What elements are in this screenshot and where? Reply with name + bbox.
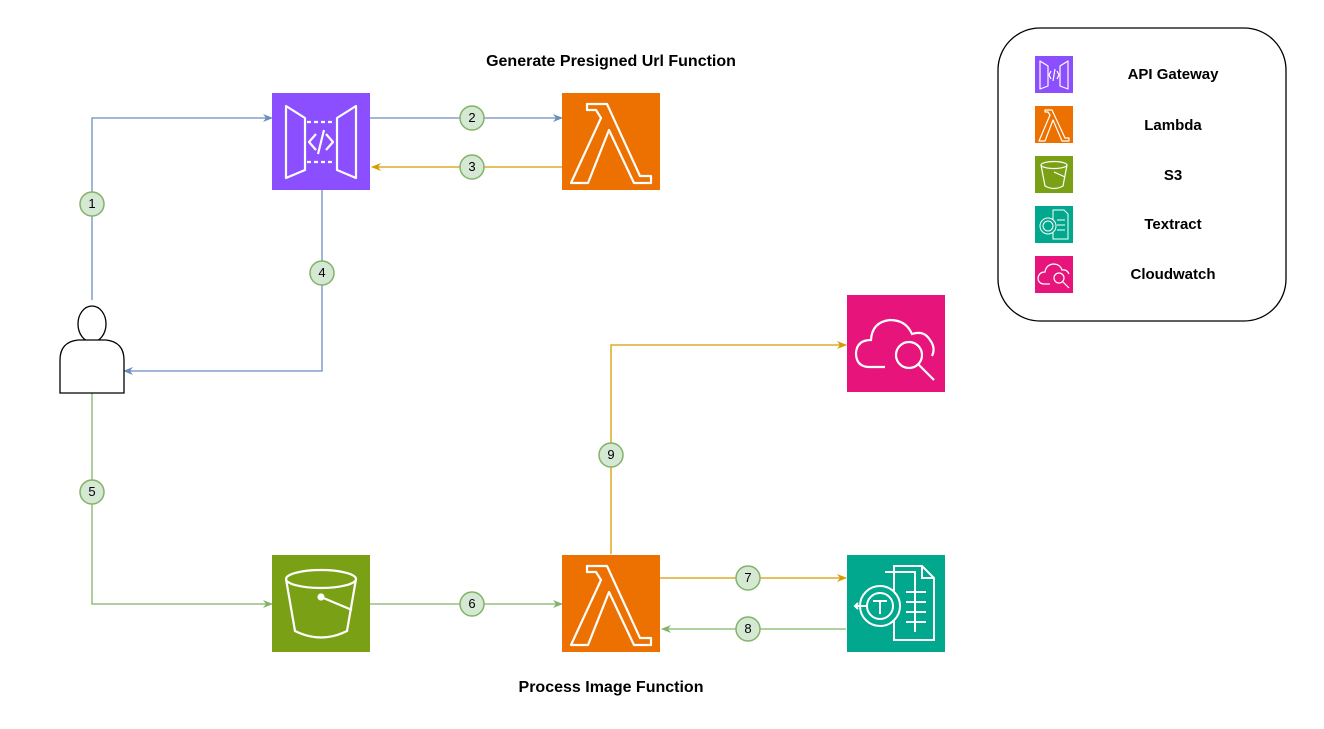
lambda-icon <box>1038 109 1070 142</box>
s3-bucket-icon <box>1040 160 1068 190</box>
legend-label-lambda: Lambda <box>1144 117 1202 134</box>
legend-label-cloudwatch: Cloudwatch <box>1131 266 1216 283</box>
api-gateway-icon <box>1039 60 1069 90</box>
edge-user-to-s3 <box>91 393 273 608</box>
api-gateway-node <box>272 93 370 190</box>
bottom-function-title: Process Image Function <box>519 679 704 696</box>
step-4: 4 <box>309 260 335 286</box>
step-9-label: 9 <box>607 447 614 462</box>
legend: API Gateway Lambda S3 <box>997 27 1287 322</box>
lambda-presign-node <box>562 93 660 190</box>
step-1: 1 <box>79 191 105 217</box>
step-badges: 1 2 3 4 5 6 7 8 <box>79 105 761 642</box>
s3-node <box>272 555 370 652</box>
edge-lambda-to-cloudwatch <box>610 341 847 554</box>
textract-icon <box>1039 209 1069 240</box>
legend-label-s3: S3 <box>1164 167 1182 184</box>
step-3-label: 3 <box>468 159 475 174</box>
lambda-icon <box>569 564 653 647</box>
cloudwatch-icon <box>1037 263 1070 289</box>
edge-user-to-api-gateway <box>91 114 273 300</box>
step-6-label: 6 <box>468 596 475 611</box>
lambda-icon <box>569 102 653 185</box>
step-3: 3 <box>459 154 485 180</box>
textract-icon <box>853 565 935 641</box>
legend-label-textract: Textract <box>1144 216 1201 233</box>
top-function-title: Generate Presigned Url Function <box>486 53 736 70</box>
lambda-process-node <box>562 555 660 652</box>
user-icon <box>59 305 125 394</box>
step-9: 9 <box>598 442 624 468</box>
step-5-label: 5 <box>88 484 95 499</box>
textract-node <box>847 555 945 652</box>
step-8-label: 8 <box>744 621 751 636</box>
api-gateway-icon <box>284 104 358 180</box>
cloudwatch-node <box>847 295 945 392</box>
legend-item-cloudwatch: Cloudwatch <box>1035 256 1216 293</box>
legend-item-lambda: Lambda <box>1035 106 1202 143</box>
step-2: 2 <box>459 105 485 131</box>
step-7: 7 <box>735 565 761 591</box>
step-4-label: 4 <box>318 265 325 280</box>
step-1-label: 1 <box>88 196 95 211</box>
step-6: 6 <box>459 591 485 617</box>
legend-item-api-gateway: API Gateway <box>1035 56 1219 93</box>
cloudwatch-icon <box>854 318 935 381</box>
step-7-label: 7 <box>744 570 751 585</box>
legend-item-textract: Textract <box>1035 206 1202 243</box>
edges <box>91 114 847 633</box>
step-5: 5 <box>79 479 105 505</box>
step-2-label: 2 <box>468 110 475 125</box>
s3-bucket-icon <box>284 568 358 639</box>
legend-label-api-gateway: API Gateway <box>1128 66 1220 83</box>
edge-api-gateway-to-user <box>123 190 323 375</box>
legend-item-s3: S3 <box>1035 156 1182 193</box>
step-8: 8 <box>735 616 761 642</box>
